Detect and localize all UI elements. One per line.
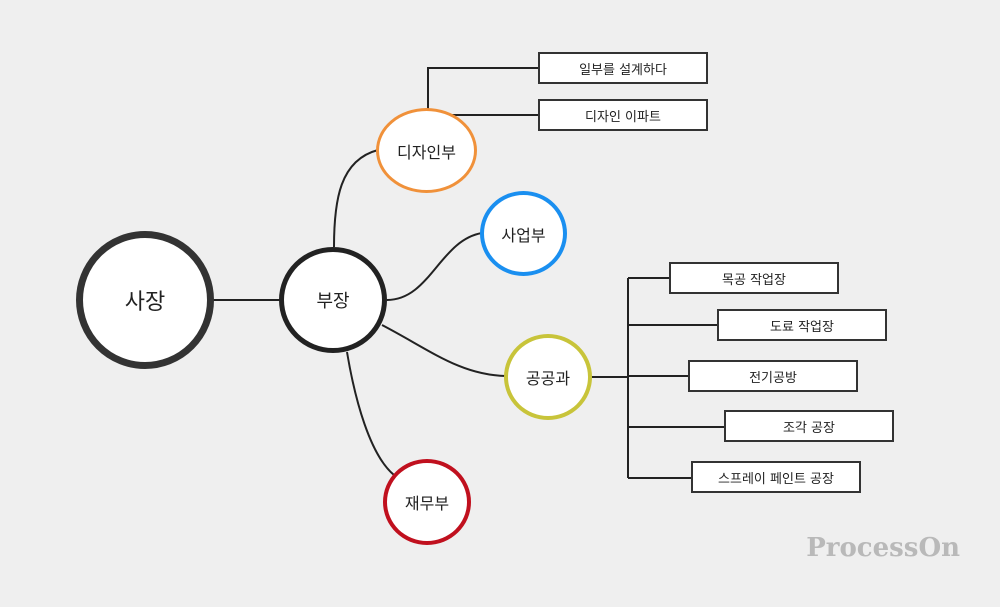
engineering-child-label: 스프레이 페인트 공장	[718, 471, 834, 487]
node-finance[interactable]: 재무부	[383, 459, 471, 545]
node-business-label: 사업부	[501, 225, 546, 245]
link-vice-engineering	[381, 324, 507, 377]
node-finance-label: 재무부	[404, 494, 450, 513]
engineering-child-box[interactable]: 도료 작업장	[717, 309, 887, 341]
node-vice-label: 부장	[316, 291, 350, 312]
engineering-child-label: 조각 공장	[783, 420, 835, 436]
link-vice-design	[333, 149, 379, 248]
engineering-child-box[interactable]: 조각 공장	[724, 410, 894, 442]
engineering-child-box[interactable]: 스프레이 페인트 공장	[691, 461, 861, 493]
node-ceo[interactable]: 사장	[76, 231, 214, 369]
node-design[interactable]: 디자인부	[376, 108, 477, 193]
engineering-child-label: 도료 작업장	[770, 319, 834, 335]
link-vice-business	[386, 232, 483, 301]
design-child-box[interactable]: 디자인 이파트	[538, 99, 708, 131]
engineering-child-box[interactable]: 전기공방	[688, 360, 858, 392]
engineering-child-label: 전기공방	[749, 370, 797, 386]
design-child-label: 디자인 이파트	[585, 109, 661, 125]
node-engineering[interactable]: 공공과	[504, 334, 592, 420]
node-ceo-label: 사장	[124, 290, 166, 315]
engineering-child-box[interactable]: 목공 작업장	[669, 262, 839, 294]
node-engineering-label: 공공과	[525, 369, 571, 388]
link-vice-finance	[346, 351, 395, 476]
node-business[interactable]: 사업부	[480, 191, 567, 276]
design-child-label: 일부를 설계하다	[579, 62, 667, 78]
node-design-label: 디자인부	[397, 142, 456, 162]
engineering-child-label: 목공 작업장	[722, 272, 786, 288]
link-design-child-1	[427, 67, 538, 110]
node-vice[interactable]: 부장	[279, 247, 387, 353]
design-child-box[interactable]: 일부를 설계하다	[538, 52, 708, 84]
processon-watermark: ProcessOn	[806, 533, 960, 563]
